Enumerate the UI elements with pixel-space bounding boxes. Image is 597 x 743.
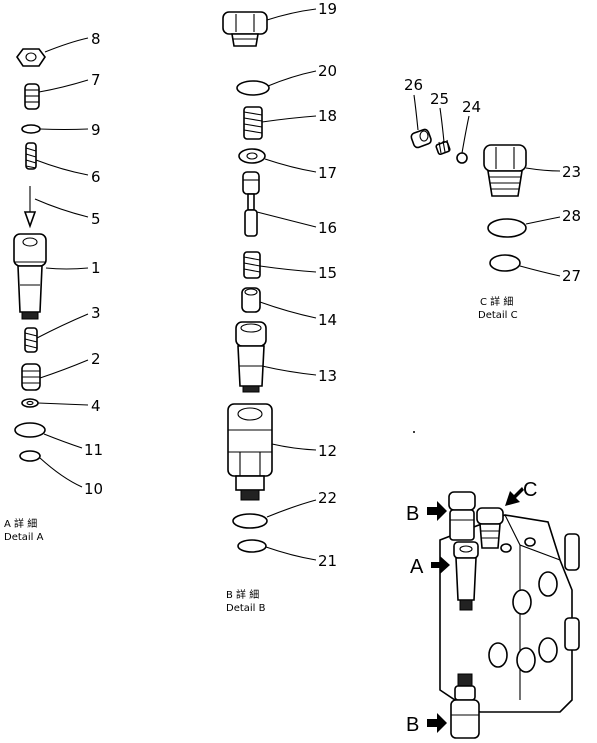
detail-a-caption-en: Detail A	[4, 532, 44, 543]
part-6-spring	[25, 142, 37, 170]
part-25-spring	[435, 139, 451, 155]
detail-b-group: 19 20 18 17 16 15 14 13 12 22 21 B 詳 細 D…	[222, 0, 337, 614]
part-9-ring	[21, 124, 41, 134]
valve-a	[453, 541, 479, 611]
callout-22: 22	[318, 489, 337, 507]
part-15-spring	[243, 251, 261, 279]
callout-21: 21	[318, 552, 337, 570]
callout-25: 25	[430, 90, 449, 108]
callout-18: 18	[318, 107, 337, 125]
part-8-nut	[16, 48, 46, 67]
marker-b-bottom: B	[406, 714, 419, 736]
part-2-spool	[21, 363, 41, 391]
callout-8: 8	[91, 30, 101, 48]
callout-5: 5	[91, 210, 101, 228]
part-13-sleeve	[235, 321, 267, 393]
part-19-plug	[222, 11, 268, 47]
part-28-o-ring	[487, 218, 527, 238]
part-10-o-ring	[19, 450, 41, 462]
callout-27: 27	[562, 267, 581, 285]
callout-10: 10	[84, 480, 103, 498]
callout-24: 24	[462, 98, 481, 116]
valve-b-bottom	[450, 673, 480, 739]
valve-c	[476, 507, 504, 549]
callout-13: 13	[318, 367, 337, 385]
detail-c-caption-jp: C 詳 細	[480, 295, 513, 308]
part-3-spring	[24, 327, 38, 353]
callout-26: 26	[404, 76, 423, 94]
callout-3: 3	[91, 304, 101, 322]
part-4-washer	[21, 398, 39, 408]
part-7-spring-seat	[24, 83, 40, 110]
marker-b-top: B	[406, 503, 419, 525]
part-21-o-ring	[237, 539, 267, 553]
callout-16: 16	[318, 219, 337, 237]
part-26-seat	[410, 128, 432, 149]
detail-b-caption-jp: B 詳 細	[226, 588, 259, 601]
arrow-b-bottom	[427, 713, 447, 733]
arrow-a	[431, 556, 450, 574]
callout-14: 14	[318, 311, 337, 329]
arrow-c	[505, 487, 524, 506]
callout-4: 4	[91, 397, 101, 415]
callout-17: 17	[318, 164, 337, 182]
callout-12: 12	[318, 442, 337, 460]
part-22-o-ring	[232, 513, 268, 529]
callout-1: 1	[91, 259, 101, 277]
callout-19: 19	[318, 0, 337, 18]
callout-6: 6	[91, 168, 101, 186]
assembly-view: B A C B	[406, 479, 580, 739]
detail-c-group: 26 25 24 23 28 27 C 詳 細 Detail C	[404, 76, 581, 321]
scan-dot	[413, 431, 415, 433]
ports	[488, 537, 558, 673]
part-11-o-ring	[14, 422, 46, 438]
arrow-b-top	[427, 501, 447, 521]
callout-2: 2	[91, 350, 101, 368]
callout-9: 9	[91, 121, 101, 139]
callout-28: 28	[562, 207, 581, 225]
detail-a-caption-jp: A 詳 細	[4, 517, 37, 530]
callout-7: 7	[91, 71, 101, 89]
part-1-valve-body	[13, 233, 47, 320]
marker-a: A	[410, 556, 424, 578]
part-24-ball	[456, 152, 468, 164]
detail-b-caption-en: Detail B	[226, 603, 266, 614]
detail-a-group: 8 7 9 6 5 1 3 2 4 11 10 A 詳 細 Detail A	[4, 30, 103, 543]
part-14-seat	[241, 287, 261, 313]
part-17-washer	[238, 148, 266, 164]
part-12-body	[227, 403, 273, 501]
part-27-o-ring	[489, 254, 521, 272]
part-16-poppet	[242, 171, 260, 237]
callout-15: 15	[318, 264, 337, 282]
part-20-o-ring	[236, 80, 270, 96]
callout-20: 20	[318, 62, 337, 80]
marker-c: C	[523, 479, 537, 501]
part-18-spring	[243, 106, 263, 140]
detail-c-caption-en: Detail C	[478, 310, 518, 321]
part-5-pin	[23, 186, 37, 229]
callout-11: 11	[84, 441, 103, 459]
part-23-plug	[483, 144, 527, 197]
callout-23: 23	[562, 163, 581, 181]
valve-b-top	[448, 491, 476, 541]
